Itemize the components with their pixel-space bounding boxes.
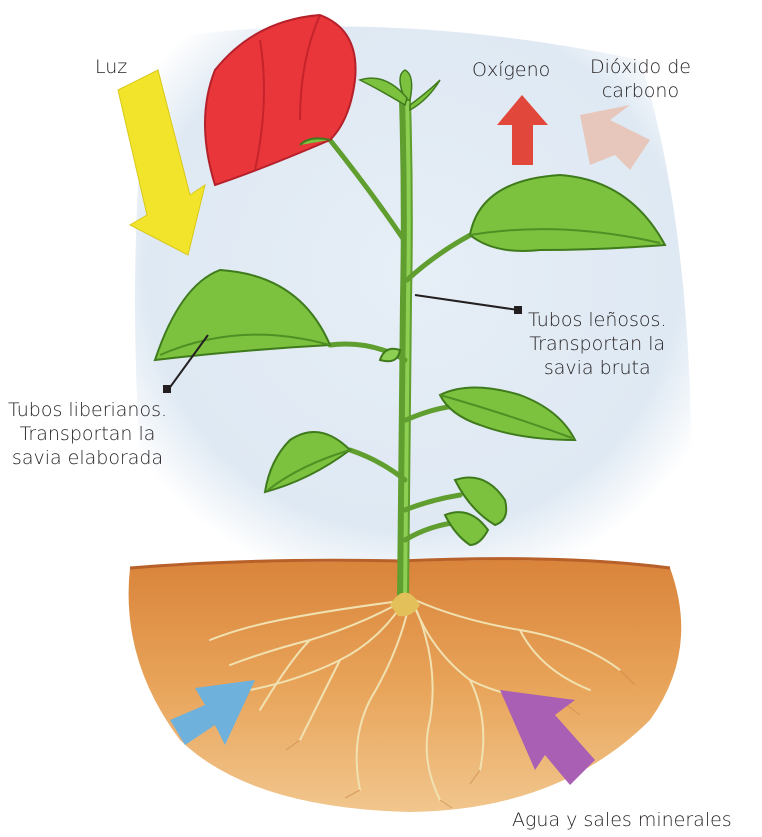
light-label: Luz <box>95 55 127 79</box>
phloem-label-line1: Tubos liberianos. <box>8 398 167 422</box>
co2-label: Dióxido de carbono <box>590 55 691 103</box>
phloem-label: Tubos liberianos. Transportan la savia e… <box>8 398 167 470</box>
phloem-label-line3: savia elaborada <box>8 446 167 470</box>
xylem-label-line3: savia bruta <box>528 356 666 380</box>
oxygen-label: Oxígeno <box>472 58 550 82</box>
co2-label-line2: carbono <box>590 79 691 103</box>
co2-label-line1: Dióxido de <box>590 55 691 79</box>
xylem-label-line1: Tubos leñosos. <box>528 308 666 332</box>
xylem-label-line2: Transportan la <box>528 332 666 356</box>
xylem-label: Tubos leñosos. Transportan la savia brut… <box>528 308 666 380</box>
phloem-label-line2: Transportan la <box>8 422 167 446</box>
water-minerals-label: Agua y sales minerales <box>512 808 732 832</box>
